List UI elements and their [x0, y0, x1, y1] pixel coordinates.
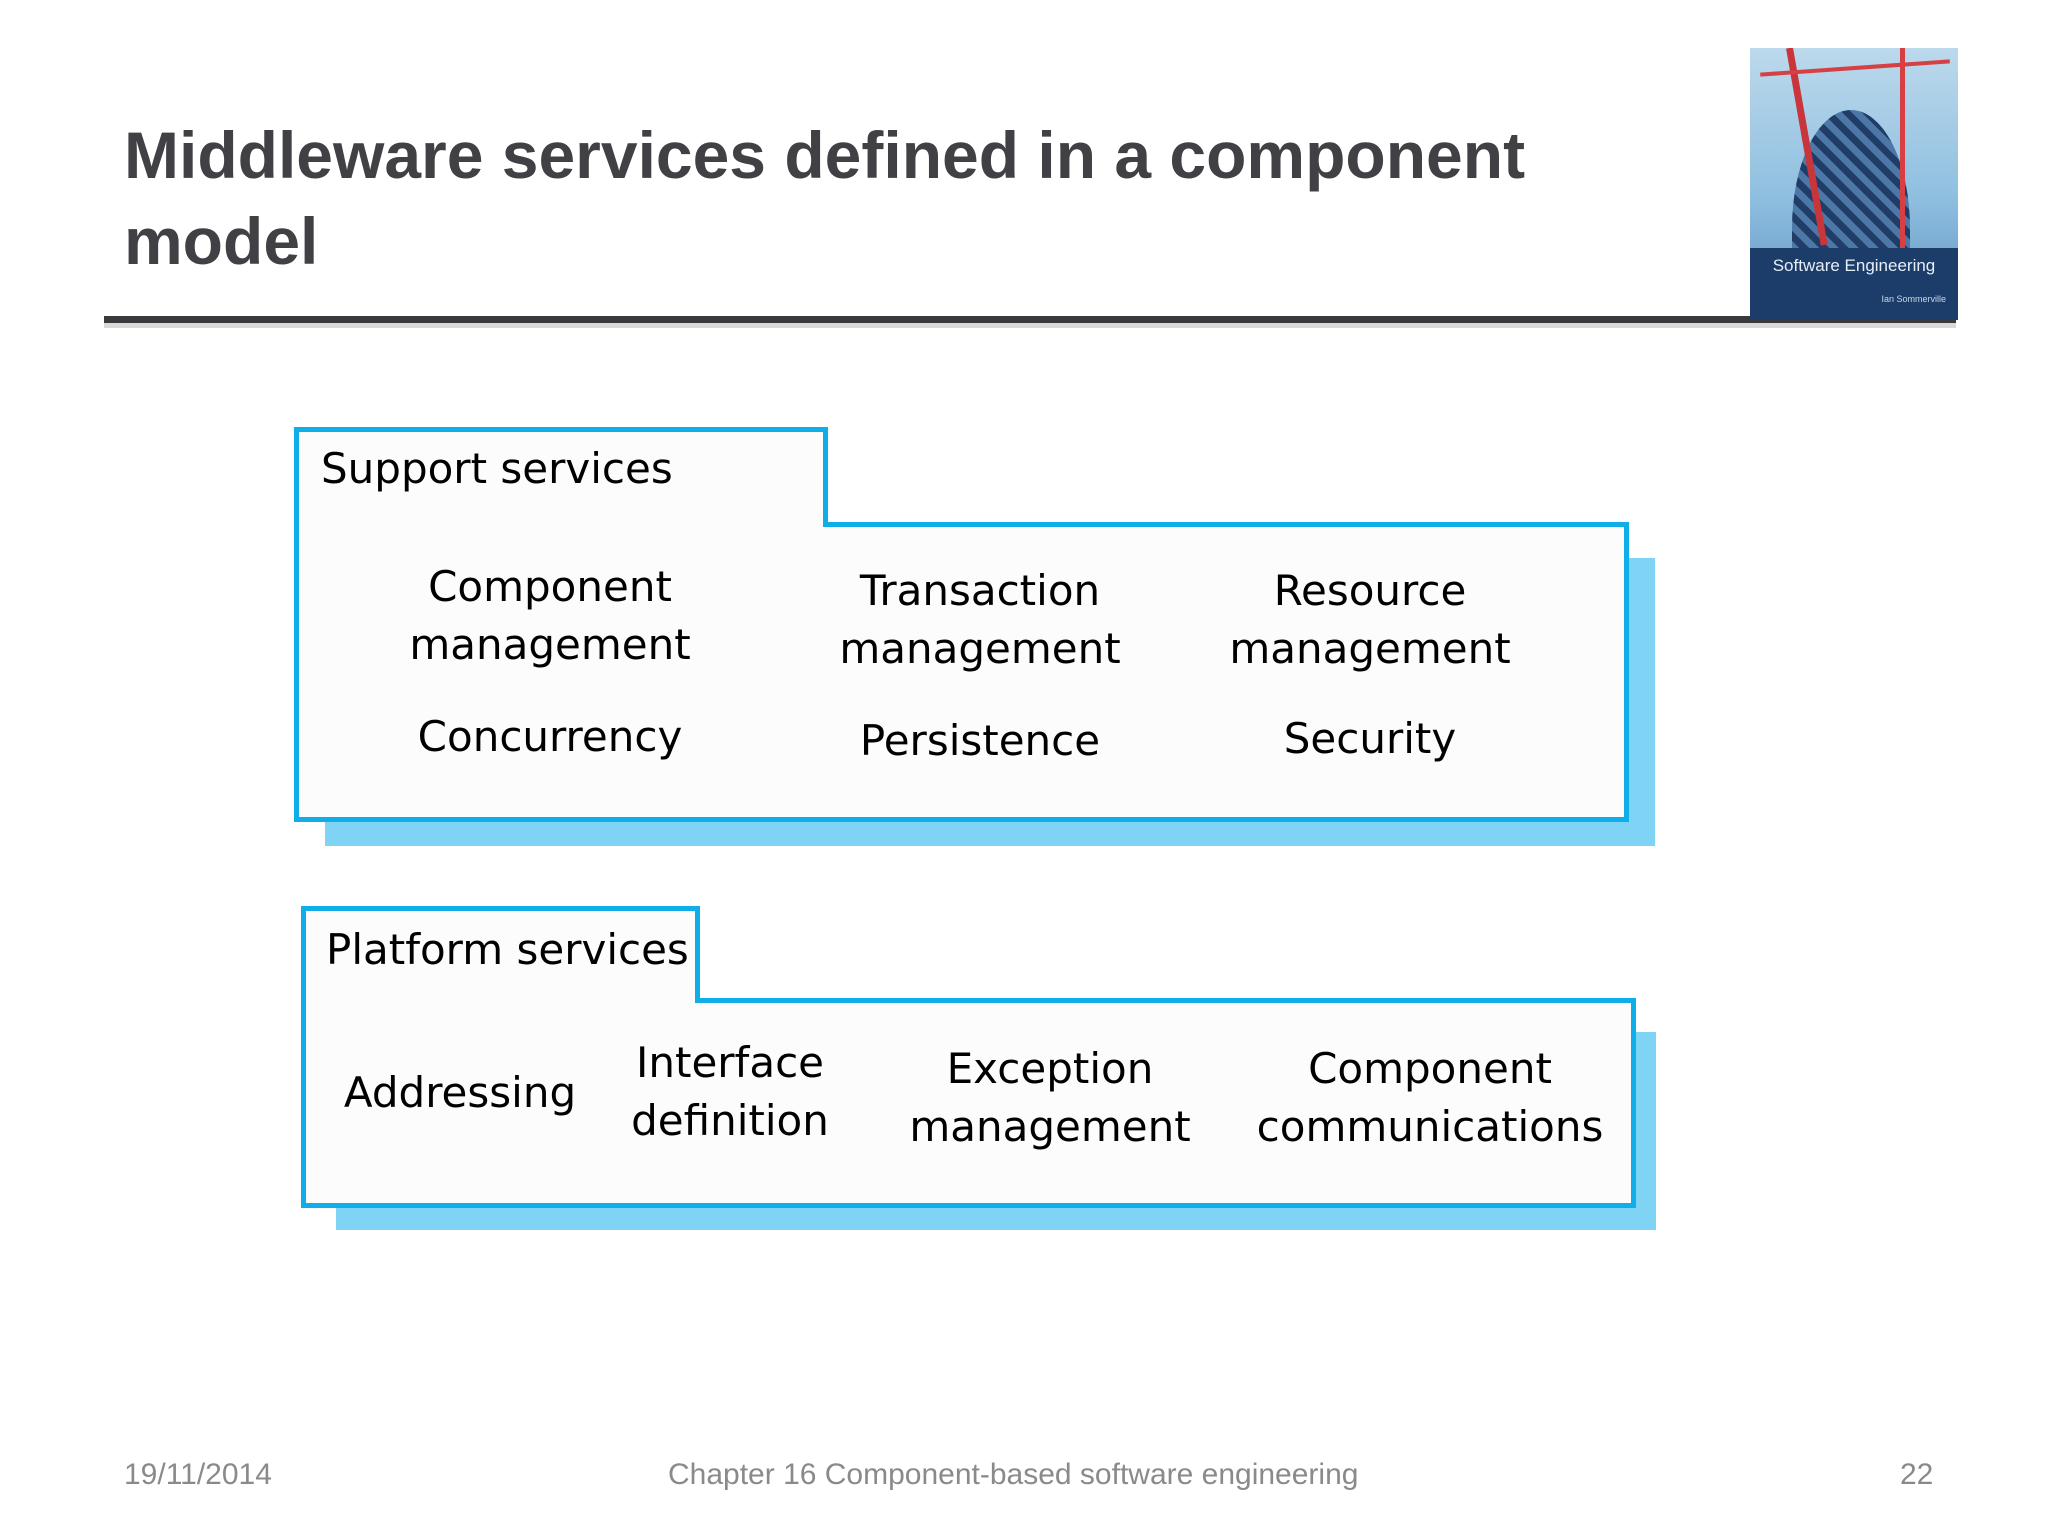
platform-item: Interface definition: [631, 1038, 829, 1145]
cover-author: Ian Sommerville: [1881, 294, 1946, 304]
support-item: Resource management: [1229, 566, 1511, 673]
support-services-tab: Support services: [294, 427, 828, 530]
platform-item: Addressing: [343, 1068, 577, 1117]
crane-icon: [1900, 48, 1905, 268]
book-cover-image: Software Engineering Ian Sommerville: [1750, 48, 1958, 320]
footer-date: 19/11/2014: [124, 1458, 272, 1491]
platform-services-tab: Platform services: [301, 906, 700, 1006]
support-tab-seam: [299, 522, 823, 528]
support-item: Concurrency: [417, 712, 683, 761]
support-item: Security: [1283, 714, 1457, 763]
title-rule: [104, 316, 1956, 323]
support-item: Component management: [409, 562, 691, 669]
support-item: Transaction management: [839, 566, 1121, 673]
platform-tab-seam: [306, 998, 695, 1004]
platform-item: Component communications: [1256, 1044, 1604, 1151]
cover-title: Software Engineering: [1772, 256, 1936, 275]
cover-band: [1750, 248, 1958, 320]
platform-item: Exception management: [909, 1044, 1191, 1151]
slide-title: Middleware services defined in a compone…: [124, 118, 1526, 278]
support-item: Persistence: [859, 716, 1101, 765]
title-rule-shadow: [104, 322, 1956, 328]
platform-services-panel: [301, 998, 1636, 1208]
footer-chapter: Chapter 16 Component-based software engi…: [668, 1458, 1359, 1491]
support-services-label: Support services: [321, 444, 673, 493]
platform-services-label: Platform services: [326, 925, 689, 974]
footer-page-number: 22: [1900, 1458, 1934, 1491]
support-services-panel: [294, 522, 1629, 822]
